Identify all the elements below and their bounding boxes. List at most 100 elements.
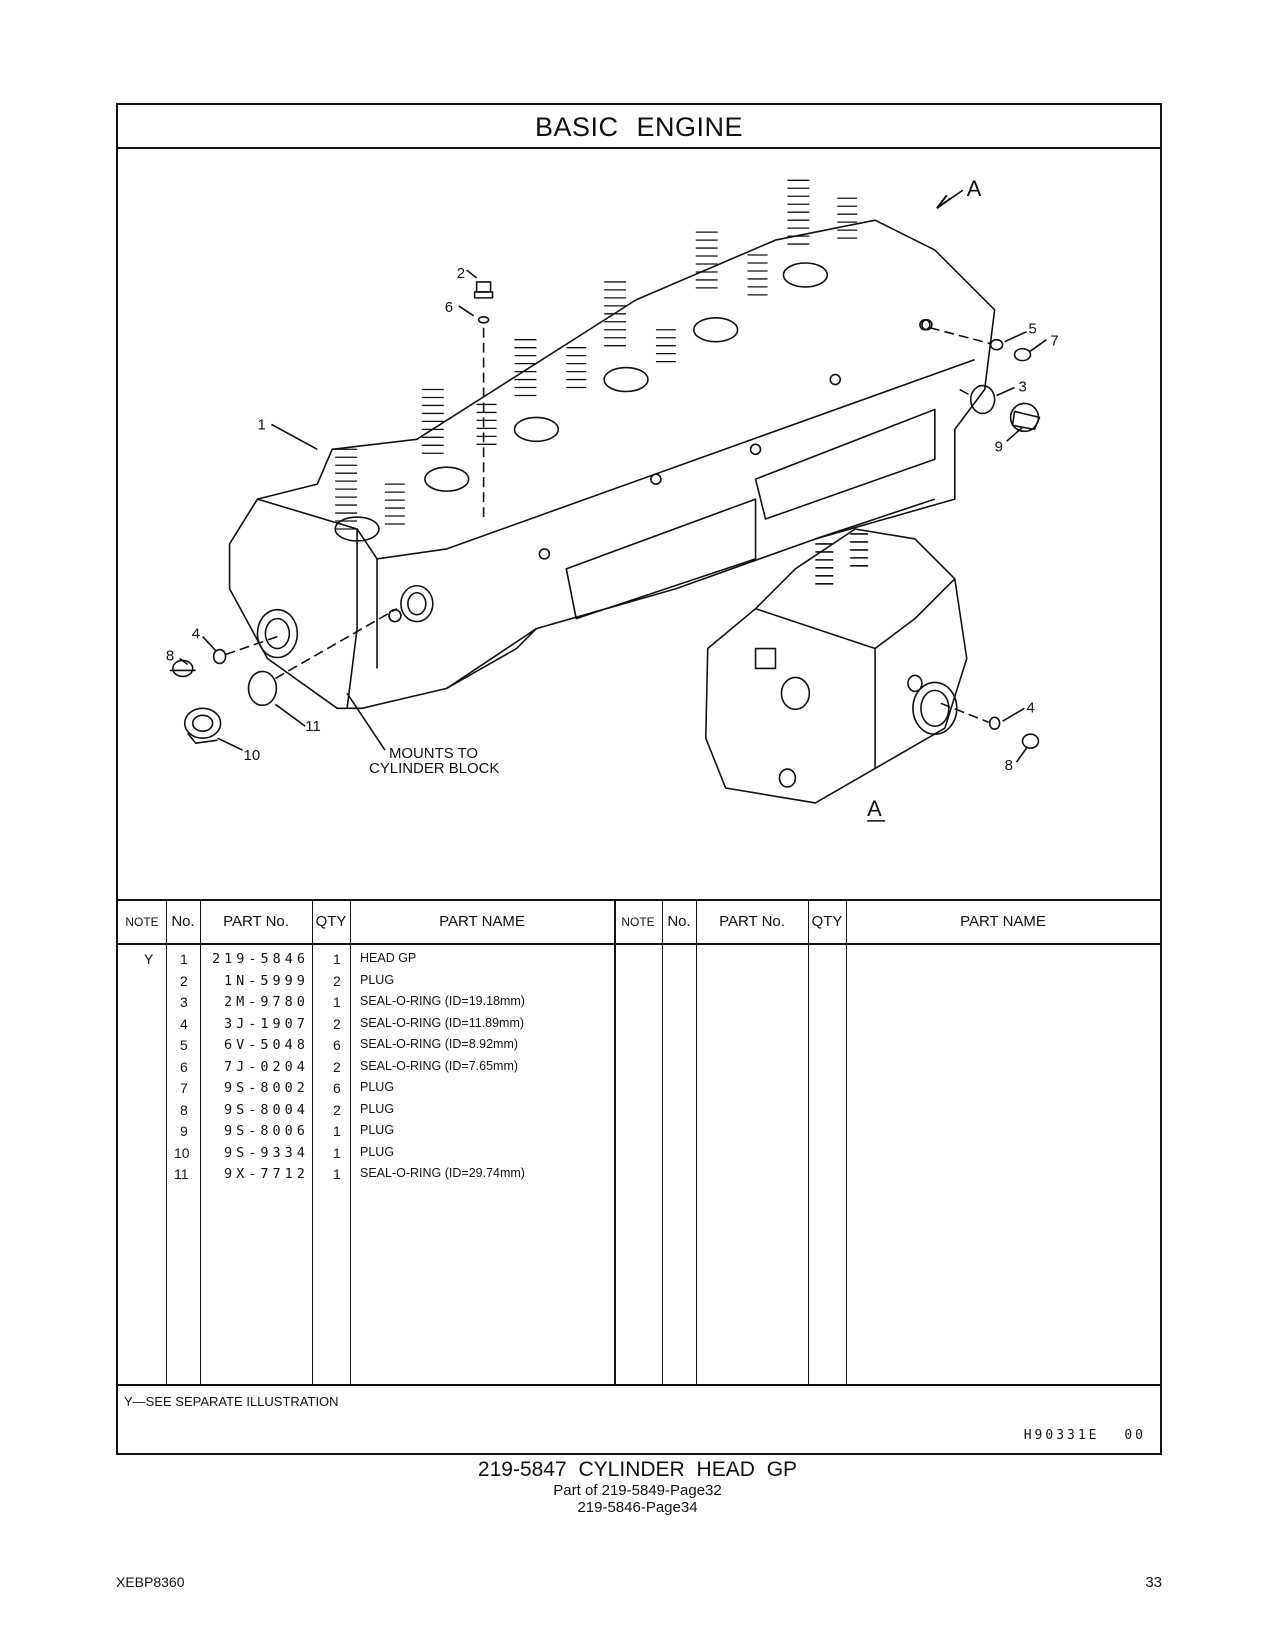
row-part-name: PLUG [360,1144,395,1159]
row-qty: 2 [333,1015,341,1032]
row-no: 2 [180,972,188,989]
header-no-left: No. [171,913,195,930]
row-part-name: SEAL-O-RING (ID=19.18mm) [360,994,525,1008]
view-arrow-label: A [967,176,982,201]
row-no: 4 [180,1015,188,1032]
table-header: NOTE No. PART No. QTY PART NAME NOTE No.… [118,901,1160,945]
header-partname-right: PART NAME [960,913,1046,930]
column-divider [662,901,663,1384]
row-part-name: SEAL-O-RING (ID=7.65mm) [360,1058,519,1073]
row-qty: 6 [333,1080,341,1096]
callout-8: 8 [166,647,174,664]
header-qty-left: QTY [315,913,347,930]
table-row: 5 6V-5048 6 SEAL-O-RING (ID=8.92mm) [118,1037,1160,1059]
column-divider [808,901,809,1384]
row-no: 8 [180,1101,188,1118]
row-part-no: 219-5846 [212,951,310,967]
table-row: 4 3J-1907 2 SEAL-O-RING (ID=11.89mm) [118,1016,1160,1038]
row-part-no: 9S-9334 [224,1144,309,1161]
row-no: 7 [180,1080,188,1096]
table-row: 10 9S-9334 1 PLUG [118,1145,1160,1167]
detail-view-label: A [867,796,882,821]
header-note-left: NOTE [125,915,159,929]
row-qty: 2 [333,972,341,989]
table-row: 3 2M-9780 1 SEAL-O-RING (ID=19.18mm) [118,994,1160,1016]
column-divider [350,901,351,1384]
row-part-name: SEAL-O-RING (ID=29.74mm) [360,1166,525,1180]
row-part-name: PLUG [360,1101,395,1116]
document-id: XEBP8360 [116,1574,185,1590]
row-qty: 1 [333,1144,341,1161]
header-no-right: No. [667,913,691,930]
page-reference: 219-5846-Page34 [577,1499,698,1516]
group-title: 219-5847 CYLINDER HEAD GP [477,1458,798,1481]
row-qty: 1 [333,1166,341,1182]
header-partno-right: PART No. [719,913,785,930]
footnote-area: Y—SEE SEPARATE ILLUSTRATION H90331E 00 [118,1384,1160,1455]
row-part-no: 6V-5048 [224,1037,309,1053]
column-divider [696,901,697,1384]
header-qty-right: QTY [811,913,843,930]
table-row: 7 9S-8002 6 PLUG [118,1080,1160,1102]
row-part-name: PLUG [360,1080,395,1094]
table-row: 8 9S-8004 2 PLUG [118,1102,1160,1124]
table-row: 11 9X-7712 1 SEAL-O-RING (ID=29.74mm) [118,1166,1160,1188]
row-qty: 2 [333,1101,341,1118]
header-note-right: NOTE [621,915,655,929]
section-title: BASIC ENGINE [118,105,1160,149]
cylinder-head-drawing: 2 6 1 A 5 7 3 9 4 8 11 10 MOUNTS TO CYLI… [166,176,1059,822]
row-part-name: HEAD GP [360,951,417,965]
part-of-reference: Part of 219-5849-Page32 [553,1482,722,1499]
column-divider [614,901,616,1384]
column-divider [846,901,847,1384]
row-qty: 1 [333,1123,341,1139]
row-no: 5 [180,1037,188,1053]
row-qty: 2 [333,1058,341,1075]
table-row: 2 1N-5999 2 PLUG [118,973,1160,995]
mounts-label-line1: MOUNTS TO [389,745,478,762]
parts-list-table: NOTE No. PART No. QTY PART NAME NOTE No.… [118,899,1160,1384]
column-divider [166,901,167,1384]
column-divider [200,901,201,1384]
row-no: 3 [180,994,188,1010]
page-number: 33 [1145,1574,1162,1591]
row-part-no: 9S-8004 [224,1101,309,1118]
callout-4: 4 [192,626,200,643]
row-qty: 6 [333,1037,341,1053]
separate-illustration-note: Y—SEE SEPARATE ILLUSTRATION [124,1394,339,1409]
callout-1: 1 [257,416,265,433]
header-partno-left: PART No. [223,913,289,930]
callout-3: 3 [1019,379,1027,396]
row-no: 9 [180,1123,188,1139]
table-row: 6 7J-0204 2 SEAL-O-RING (ID=7.65mm) [118,1059,1160,1081]
column-divider [312,901,313,1384]
callout-2: 2 [457,265,465,282]
callout-4-detail: 4 [1027,699,1035,716]
row-part-name: SEAL-O-RING (ID=11.89mm) [360,1015,525,1030]
row-part-no: 9S-8006 [224,1123,309,1139]
mounts-label-line2: CYLINDER BLOCK [369,760,499,777]
row-part-no: 3J-1907 [224,1015,309,1032]
row-no: 10 [174,1144,190,1161]
row-part-name: PLUG [360,1123,395,1137]
row-no: 6 [180,1058,188,1075]
callout-10: 10 [244,747,261,764]
row-qty: 1 [333,951,341,967]
row-qty: 1 [333,994,341,1010]
callout-6: 6 [445,299,453,316]
table-row: Y 1 219-5846 1 HEAD GP [118,951,1160,973]
row-part-no: 1N-5999 [224,972,309,989]
row-part-no: 2M-9780 [224,994,309,1010]
row-no: 1 [180,951,188,967]
callout-11: 11 [305,718,321,735]
row-part-no: 9S-8002 [224,1080,309,1096]
table-row: 9 9S-8006 1 PLUG [118,1123,1160,1145]
row-part-no: 7J-0204 [224,1058,309,1075]
callout-9: 9 [995,438,1003,455]
header-partname-left: PART NAME [439,913,525,930]
parts-page-frame: BASIC ENGINE [116,103,1162,1455]
row-part-name: SEAL-O-RING (ID=8.92mm) [360,1037,519,1051]
row-part-no: 9X-7712 [224,1166,309,1182]
row-part-name: PLUG [360,972,395,987]
row-note: Y [144,951,154,967]
